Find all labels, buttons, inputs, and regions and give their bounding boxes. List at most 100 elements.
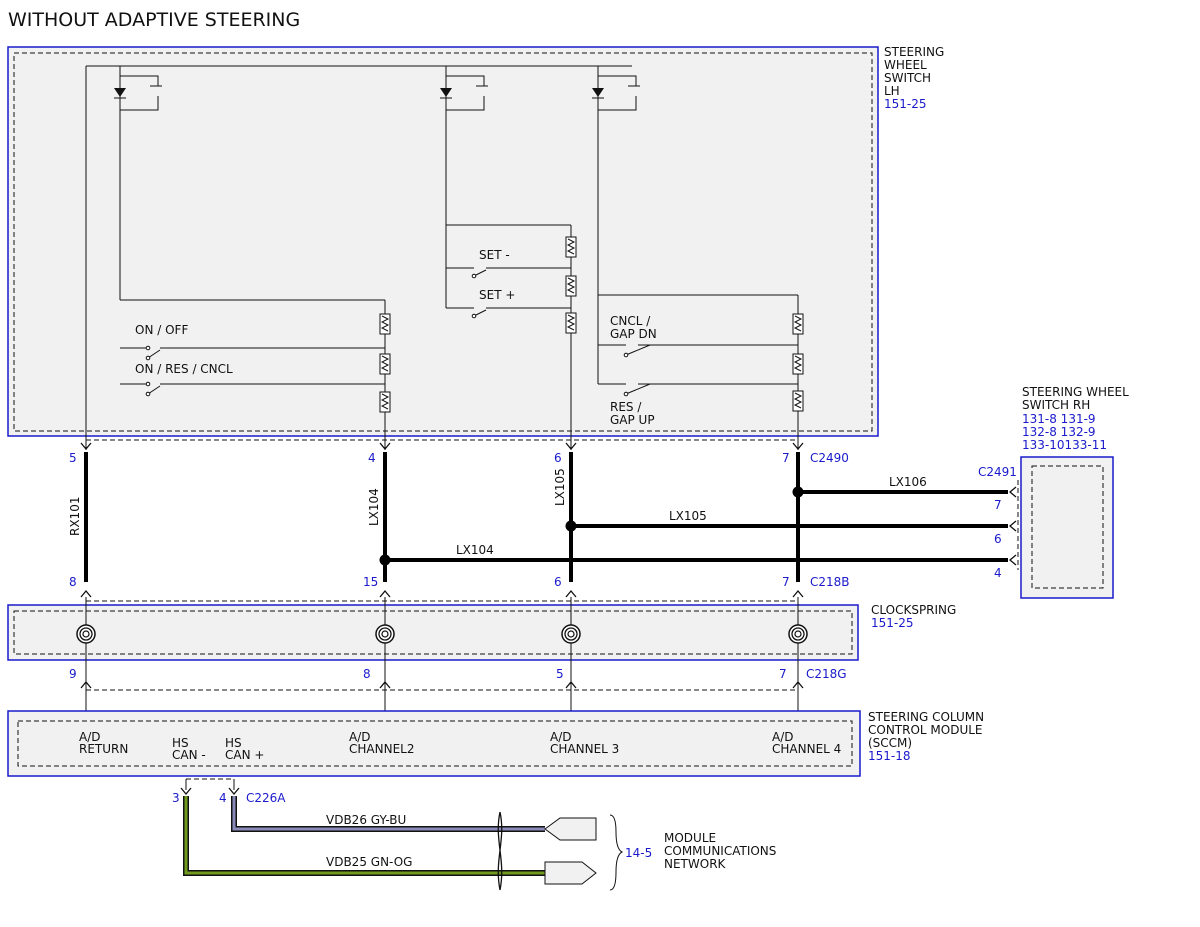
steering-wheel-switch-rh-label: STEERING WHEEL SWITCH RH 131-8 131-9 132… bbox=[1022, 385, 1129, 452]
connector-c2490-label: C2490 bbox=[810, 451, 849, 465]
pin-c226a-3: 3 bbox=[172, 791, 180, 805]
pin-c218b-8: 8 bbox=[69, 575, 77, 589]
svg-text:(SCCM): (SCCM) bbox=[868, 736, 912, 750]
connector-c2491: C2491 7 6 4 bbox=[978, 465, 1019, 580]
wire-lx105-vertical-label: LX105 bbox=[553, 468, 567, 506]
svg-text:RES /: RES / bbox=[610, 400, 642, 414]
pin-c2491-4: 4 bbox=[994, 566, 1002, 580]
svg-text:CHANNEL2: CHANNEL2 bbox=[349, 742, 414, 756]
pin-c218g-5: 5 bbox=[556, 667, 564, 681]
pin-c218g-9: 9 bbox=[69, 667, 77, 681]
svg-text:CLOCKSPRING: CLOCKSPRING bbox=[871, 603, 956, 617]
sccm-pin-ad-channel2: A/D CHANNEL2 bbox=[349, 730, 414, 756]
pin-c218g-8: 8 bbox=[363, 667, 371, 681]
svg-text:CONTROL MODULE: CONTROL MODULE bbox=[868, 723, 983, 737]
sccm-label: STEERING COLUMN CONTROL MODULE (SCCM) 15… bbox=[868, 710, 984, 763]
steering-wheel-switch-lh-inner bbox=[13, 52, 873, 432]
switch-label-set-minus: SET - bbox=[479, 248, 510, 262]
svg-text:HS: HS bbox=[225, 736, 242, 750]
svg-text:STEERING WHEEL: STEERING WHEEL bbox=[1022, 385, 1129, 399]
steering-wheel-switch-rh-inner bbox=[1031, 465, 1104, 589]
switch-label-on-res-cncl: ON / RES / CNCL bbox=[135, 362, 233, 376]
svg-text:MODULE: MODULE bbox=[664, 831, 716, 845]
pin-c2490-7: 7 bbox=[782, 451, 790, 465]
connector-c226a: 3 4 C226A bbox=[172, 778, 286, 805]
svg-text:WHEEL: WHEEL bbox=[884, 58, 927, 72]
svg-text:A/D: A/D bbox=[772, 730, 794, 744]
connector-c218g-label: C218G bbox=[806, 667, 847, 681]
network-ref: 14-5 bbox=[625, 846, 652, 860]
pin-c226a-4: 4 bbox=[219, 791, 227, 805]
wire-lx104-vertical-label: LX104 bbox=[367, 488, 381, 526]
pin-c2490-6: 6 bbox=[554, 451, 562, 465]
sccm-pin-ad-channel4: A/D CHANNEL 4 bbox=[772, 730, 841, 756]
pin-c218b-7: 7 bbox=[782, 575, 790, 589]
wire-lx106-label: LX106 bbox=[889, 475, 927, 489]
pin-c2490-5: 5 bbox=[69, 451, 77, 465]
module-communications-network-label: MODULE COMMUNICATIONS NETWORK bbox=[664, 831, 776, 871]
svg-text:HS: HS bbox=[172, 736, 189, 750]
switch-label-cncl-gap-dn: CNCL / GAP DN bbox=[610, 314, 657, 341]
can-wires bbox=[183, 796, 624, 891]
connector-c2491-label: C2491 bbox=[978, 465, 1017, 479]
pin-c2491-6: 6 bbox=[994, 532, 1002, 546]
svg-text:151-25: 151-25 bbox=[884, 97, 927, 111]
wire-vdb25-label: VDB25 GN-OG bbox=[326, 855, 412, 869]
svg-text:151-18: 151-18 bbox=[868, 749, 911, 763]
lh-switch-circuit bbox=[85, 65, 804, 450]
connector-c218b: 8 15 6 7 C218B bbox=[69, 575, 850, 602]
svg-text:SWITCH: SWITCH bbox=[884, 71, 931, 85]
sccm-pin-ad-channel3: A/D CHANNEL 3 bbox=[550, 730, 619, 756]
svg-text:151-25: 151-25 bbox=[871, 616, 914, 630]
switch-label-set-plus: SET + bbox=[479, 288, 515, 302]
diagram-title: WITHOUT ADAPTIVE STEERING bbox=[8, 9, 300, 31]
harness-wires bbox=[84, 452, 1008, 582]
svg-text:LH: LH bbox=[884, 84, 900, 98]
clockspring-inner bbox=[13, 610, 853, 655]
svg-text:A/D: A/D bbox=[550, 730, 572, 744]
connector-c218b-label: C218B bbox=[810, 575, 850, 589]
wire-rx101-label: RX101 bbox=[68, 497, 82, 536]
connector-c2490: 5 4 6 7 C2490 bbox=[69, 439, 849, 465]
svg-text:A/D: A/D bbox=[79, 730, 101, 744]
pin-c218g-7: 7 bbox=[779, 667, 787, 681]
svg-text:RETURN: RETURN bbox=[79, 742, 128, 756]
svg-text:CHANNEL 4: CHANNEL 4 bbox=[772, 742, 841, 756]
sccm-pin-hs-can-plus: HS CAN + bbox=[225, 736, 264, 762]
svg-text:CAN -: CAN - bbox=[172, 748, 206, 762]
svg-text:NETWORK: NETWORK bbox=[664, 857, 727, 871]
wire-lx104-label: LX104 bbox=[456, 543, 494, 557]
svg-text:STEERING: STEERING bbox=[884, 45, 944, 59]
switch-label-on-off: ON / OFF bbox=[135, 323, 188, 337]
sccm-box bbox=[7, 710, 861, 777]
steering-wheel-switch-lh-label: STEERING WHEEL SWITCH LH 151-25 bbox=[884, 45, 944, 111]
clockspring-label: CLOCKSPRING 151-25 bbox=[871, 603, 956, 630]
svg-text:A/D: A/D bbox=[349, 730, 371, 744]
wire-vdb26-label: VDB26 GY-BU bbox=[326, 813, 406, 827]
svg-text:CHANNEL 3: CHANNEL 3 bbox=[550, 742, 619, 756]
pin-c218b-15: 15 bbox=[363, 575, 378, 589]
svg-text:CAN +: CAN + bbox=[225, 748, 264, 762]
connector-c226a-label: C226A bbox=[246, 791, 286, 805]
connector-c218g: 9 8 5 7 C218G bbox=[69, 667, 847, 691]
clockspring-box bbox=[7, 604, 859, 661]
sccm-inner bbox=[17, 720, 853, 767]
svg-text:GAP UP: GAP UP bbox=[610, 413, 655, 427]
svg-text:133-10133-11: 133-10133-11 bbox=[1022, 438, 1107, 452]
svg-text:STEERING COLUMN: STEERING COLUMN bbox=[868, 710, 984, 724]
svg-text:131-8 131-9: 131-8 131-9 bbox=[1022, 412, 1096, 426]
wire-lx105-label: LX105 bbox=[669, 509, 707, 523]
pin-c218b-6: 6 bbox=[554, 575, 562, 589]
svg-text:SWITCH RH: SWITCH RH bbox=[1022, 398, 1090, 412]
steering-wheel-switch-lh-box bbox=[7, 46, 879, 437]
sccm-pin-ad-return: A/D RETURN bbox=[79, 730, 128, 756]
svg-text:CNCL /: CNCL / bbox=[610, 314, 651, 328]
switch-label-res-gap-up: RES / GAP UP bbox=[610, 400, 655, 427]
svg-text:COMMUNICATIONS: COMMUNICATIONS bbox=[664, 844, 776, 858]
pin-c2490-4: 4 bbox=[368, 451, 376, 465]
steering-wheel-switch-rh-box bbox=[1020, 456, 1114, 599]
clockspring-wires bbox=[76, 597, 808, 720]
sccm-pin-hs-can-minus: HS CAN - bbox=[172, 736, 206, 762]
svg-text:GAP DN: GAP DN bbox=[610, 327, 657, 341]
